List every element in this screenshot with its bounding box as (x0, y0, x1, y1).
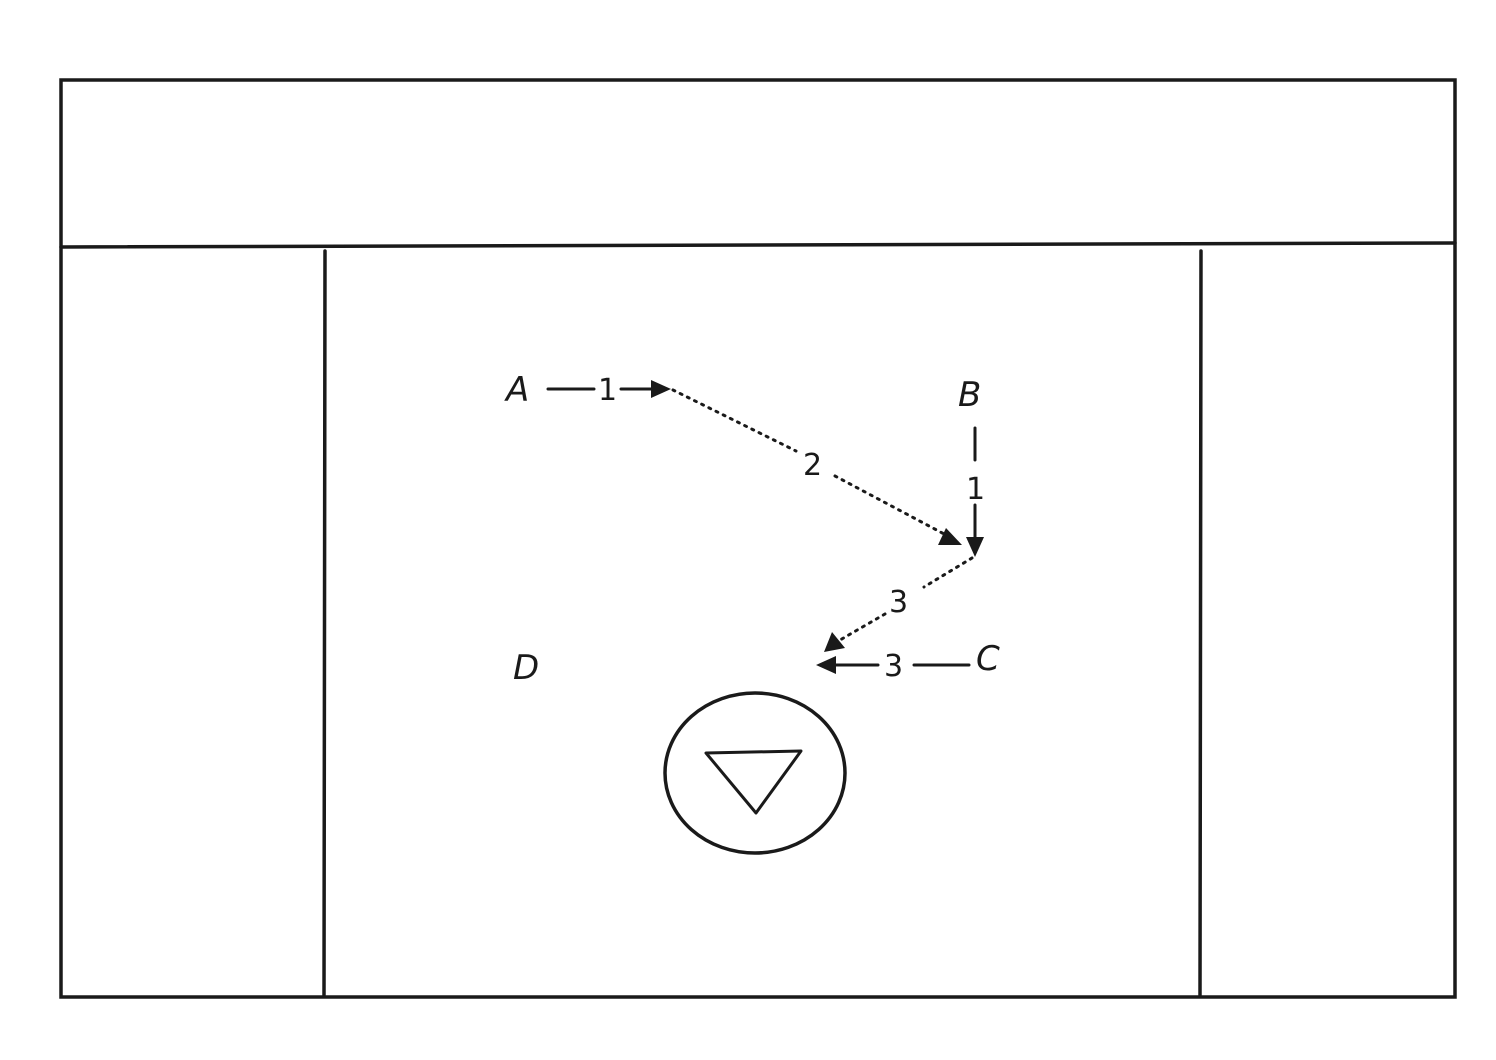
b-cut-arrow: 1 (966, 426, 985, 557)
goal-crease (663, 691, 847, 855)
field (59, 78, 1457, 999)
top-horizontal-line (59, 241, 1457, 249)
arrowhead-icon (816, 656, 836, 674)
arrowhead-icon (824, 632, 845, 652)
b-cut-step-number: 1 (966, 472, 985, 507)
arrowhead-icon (966, 537, 984, 557)
c-cut-step-number: 3 (884, 649, 903, 684)
pass-a-to-b-step-number: 2 (803, 448, 822, 483)
a-cut-arrow: 1 (546, 373, 671, 408)
pass-b-to-c: 3 (824, 556, 974, 652)
a-cut-step-number: 1 (598, 373, 617, 408)
pass-b-to-c-step-number: 3 (889, 585, 908, 620)
arrowhead-icon (651, 380, 671, 398)
left-vertical-line (322, 249, 327, 997)
right-vertical-line (1198, 249, 1203, 997)
player-a-label: A (504, 370, 529, 410)
pass-a-to-b: 2 (671, 388, 962, 545)
goal-triangle-in-crease-icon (704, 749, 803, 815)
player-d-label: D (513, 648, 539, 688)
player-b-label: B (958, 375, 981, 415)
crease-circle (663, 691, 847, 855)
arrowhead-icon (938, 528, 962, 545)
c-cut-arrow: 3 (816, 649, 971, 684)
field-border (59, 78, 1457, 999)
player-c-label: C (976, 639, 1000, 679)
